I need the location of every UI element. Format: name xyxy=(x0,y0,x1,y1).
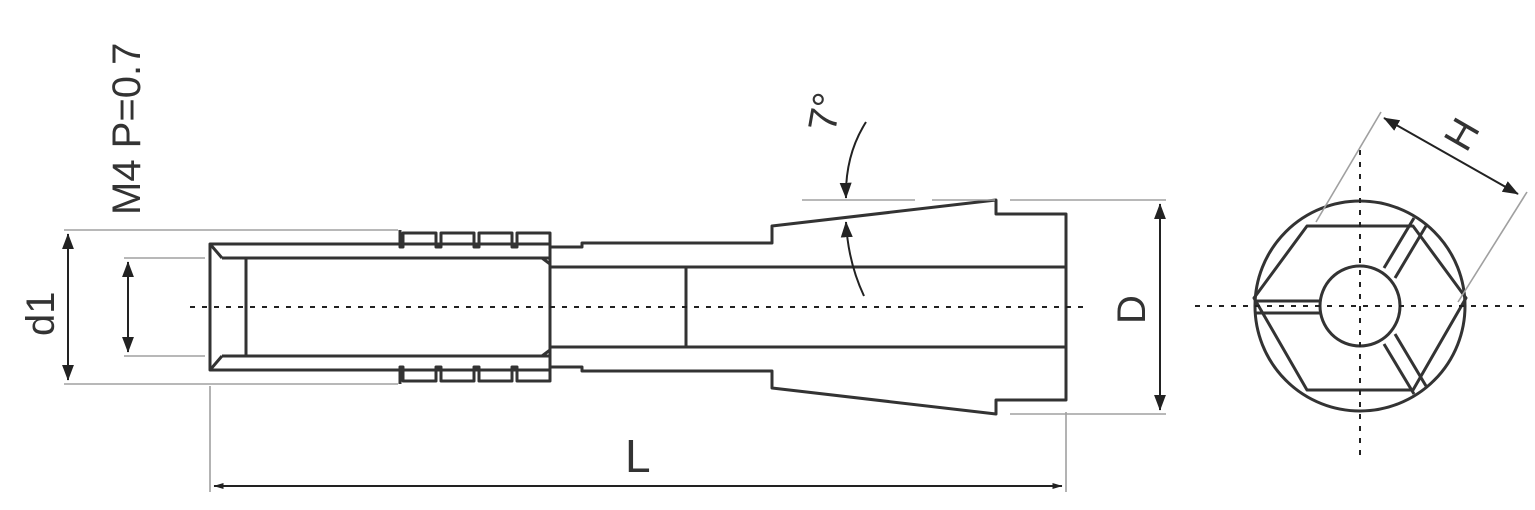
angle-arc xyxy=(839,121,867,199)
angle-label: 7° xyxy=(801,89,851,134)
d1-label: d1 xyxy=(19,292,63,337)
extension-lines xyxy=(64,199,1166,492)
end-view-centerlines xyxy=(1195,150,1530,462)
dimension-lines xyxy=(62,121,1166,489)
D-label: D xyxy=(1110,295,1154,324)
threaded-bore xyxy=(208,242,552,372)
hex-extension-lines xyxy=(1315,111,1528,303)
thread-spec-label: M4 P=0.7 xyxy=(105,43,149,215)
L-label: L xyxy=(625,430,651,482)
hex-outline xyxy=(1252,224,1468,392)
H-dimension-line xyxy=(1383,117,1519,195)
